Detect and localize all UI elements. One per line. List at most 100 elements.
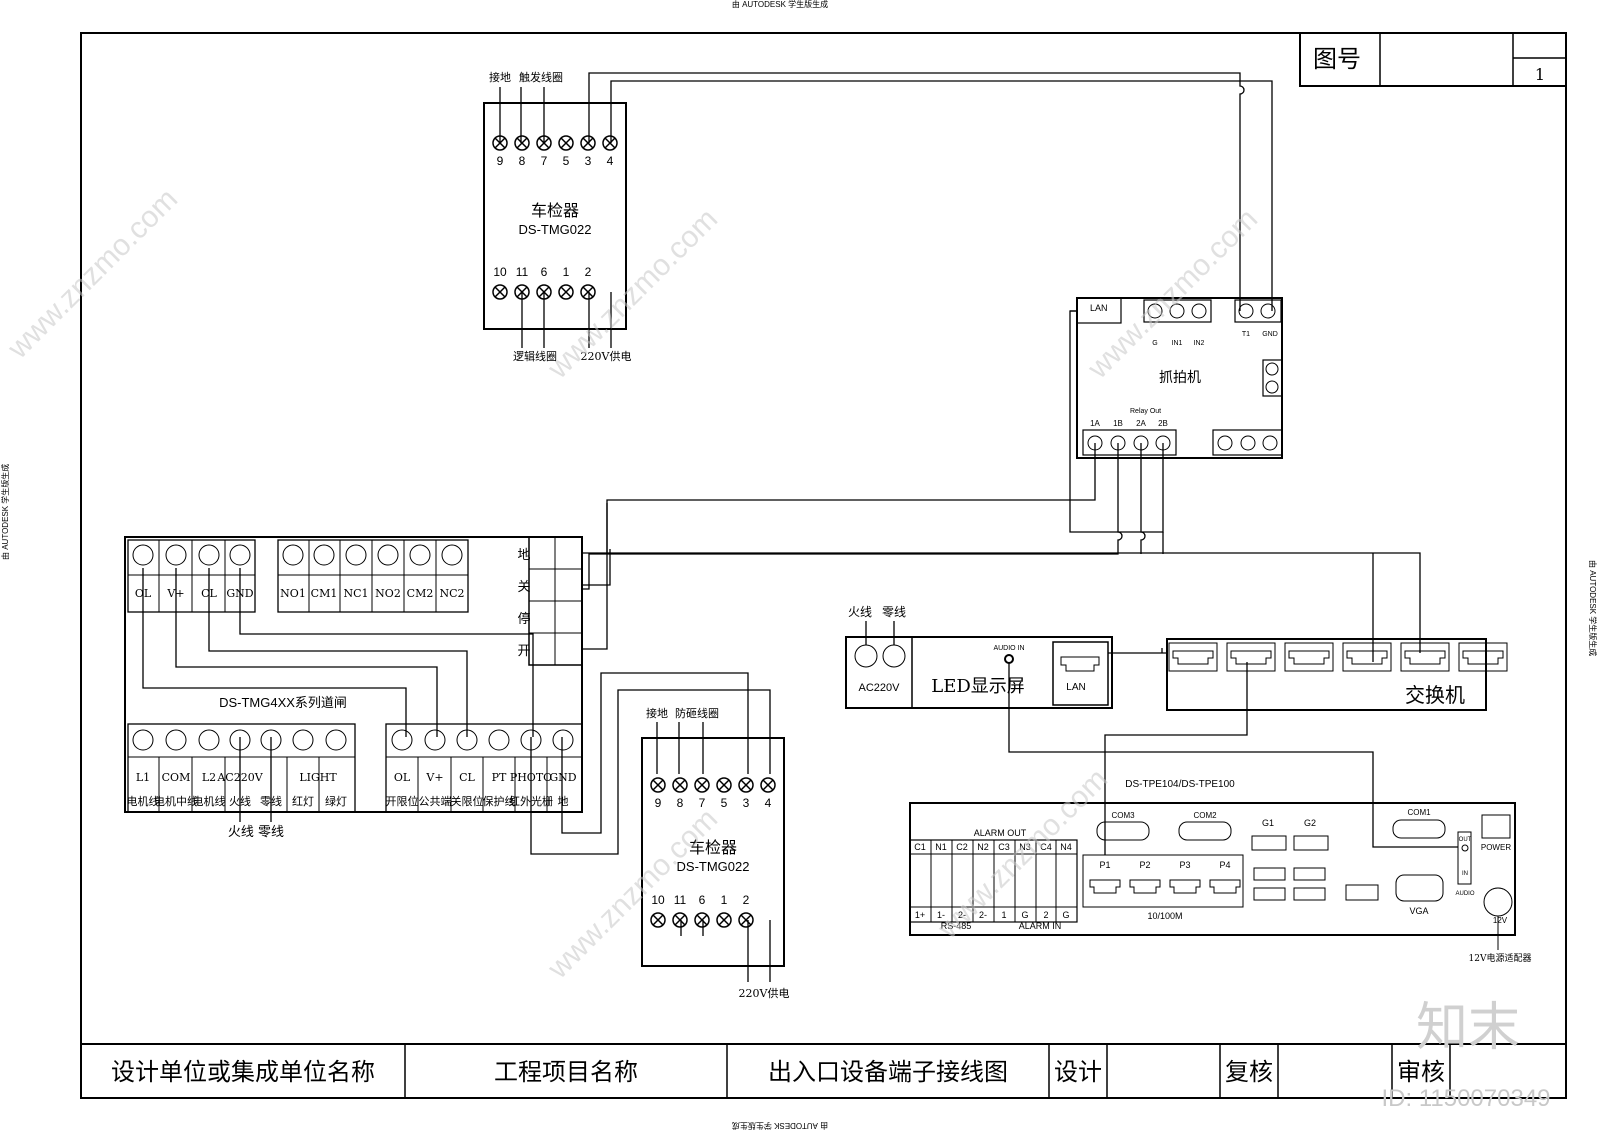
led-audio-jack [1004,654,1014,664]
detector2-top-term: 8 [677,796,684,810]
detector1-bottom-term: 2 [585,265,592,279]
detector2-top-term: 4 [765,796,772,810]
review-cell: 审核 [1397,1058,1445,1086]
detector1-power-label: 220V供电 [581,349,632,363]
led-title: LED显示屏 [931,676,1025,697]
p-port-icon [1209,879,1241,894]
network-switch: 交换机 [1166,638,1508,711]
detector2-top-term: 9 [655,796,662,810]
detector2-bottom-term: 6 [699,893,706,907]
title-block: 设计单位或集成单位名称 工程项目名称 出入口设备端子接线图 设计 复核 审核 [80,1043,1567,1099]
controller-model: DS-TPE104/DS-TPE100 [1125,779,1235,790]
detector2-bottom-term: 2 [743,893,750,907]
detector2-top-term: 5 [721,796,728,810]
barrier-bottom-term: L1 [136,771,150,784]
design-cell: 设计 [1054,1058,1102,1086]
barrier-bottom-desc: 电机线 [193,794,226,808]
alarm-in-term: G [1021,910,1028,920]
barrier-side-open: 开 [517,644,530,659]
com1-port [1392,819,1446,839]
barrier-bottom-term: CL [459,771,475,784]
controller-rs485: RS-485 [941,921,972,931]
detector2-top-term: 3 [743,796,750,810]
alarm-out-term: N2 [977,842,989,852]
svg-text:COM1: COM1 [1407,808,1431,817]
barrier-bottom-desc: 关限位 [451,794,484,808]
barrier-bottom-desc: 电机线 [127,794,160,808]
svg-text:COM2: COM2 [1193,811,1217,820]
led-lan-port [1060,656,1100,672]
svg-text:2A: 2A [1136,419,1146,428]
alarm-in-term: 2- [979,910,987,920]
p-port-icon [1089,879,1121,894]
barrier-relay-term: CM1 [311,587,338,600]
barrier-relay-term: NO2 [375,587,401,600]
dc-power-jack [1483,887,1513,917]
barrier-relay-term: CM2 [407,587,434,600]
alarm-out-term: C3 [998,842,1010,852]
camera-lan-label: LAN [1090,303,1108,313]
detector2-top-term: 7 [699,796,706,810]
barrier-relay-term: NC2 [439,587,464,600]
controller-alarm-in: ALARM IN [1019,921,1062,931]
detector2-top-terminals: 9 8 7 5 3 4 [650,777,776,810]
switch-port-icon [1172,650,1214,665]
barrier-bottom-term: GND [549,771,576,784]
com2-port [1178,821,1232,841]
alarm-in-term: 2- [958,910,966,920]
switch-port-icon [1462,650,1504,665]
alarm-in-term: 1- [937,910,945,920]
barrier-bottom-desc: 地 [558,795,569,808]
detector1-top-term: 3 [585,154,592,168]
svg-text:1A: 1A [1090,419,1100,428]
p-port-label: P1 [1099,860,1110,870]
project-name-cell: 工程项目名称 [494,1058,638,1086]
detector1-logic-label: 逻辑线圈 [513,349,557,363]
svg-text:G1: G1 [1262,818,1274,828]
drawing-no-value: 1 [1535,65,1545,84]
svg-text:1B: 1B [1113,419,1123,428]
detector1-top-term: 8 [519,154,526,168]
detector2-bottom-term: 11 [674,893,687,907]
com3-port [1096,821,1150,841]
barrier-bottom-term: OL [394,771,411,784]
barrier-side-ground: 地 [517,548,530,563]
detector1-title: 车检器 [531,201,579,220]
svg-text:www.znzmo.com: www.znzmo.com [1081,202,1264,385]
drawing-frame [80,32,1567,1099]
svg-text:IN: IN [1462,871,1468,877]
top-stamp: 由 AUTODESK 学生版生成 [732,0,828,9]
controller-alarm-out: ALARM OUT [974,828,1027,838]
vga-port [1395,874,1444,902]
detector2-ground-label: 接地 [646,707,668,720]
led-fire-label: 火线 [848,605,872,619]
detector1-model: DS-TMG022 [519,222,592,237]
watermark-id: ID: 1150070349 [1381,1085,1550,1112]
p-port-icon [1169,879,1201,894]
bottom-stamp: 由 AUTODESK 学生版生成 [732,1121,828,1131]
barrier-relay-term: NO1 [280,587,306,600]
switch-port-icon [1230,650,1272,665]
watermark: www.znzmo.com www.znzmo.com www.znzmo.co… [1,182,1551,1112]
detector2-title: 车检器 [689,838,737,857]
detector2-model: DS-TMG022 [677,859,750,874]
barrier-mains-label: 火线 零线 [228,825,284,840]
detector2-power-label: 220V供电 [739,986,790,1000]
switch-port-icon [1404,650,1446,665]
switch-ports [1168,642,1508,672]
barrier-bottom-term: L2 [202,771,216,784]
alarm-out-term: C2 [956,842,968,852]
led-zero-label: 零线 [882,605,906,619]
svg-text:POWER: POWER [1481,843,1511,852]
alarm-out-term: C4 [1040,842,1052,852]
barrier-bottom-term: V+ [425,771,443,784]
